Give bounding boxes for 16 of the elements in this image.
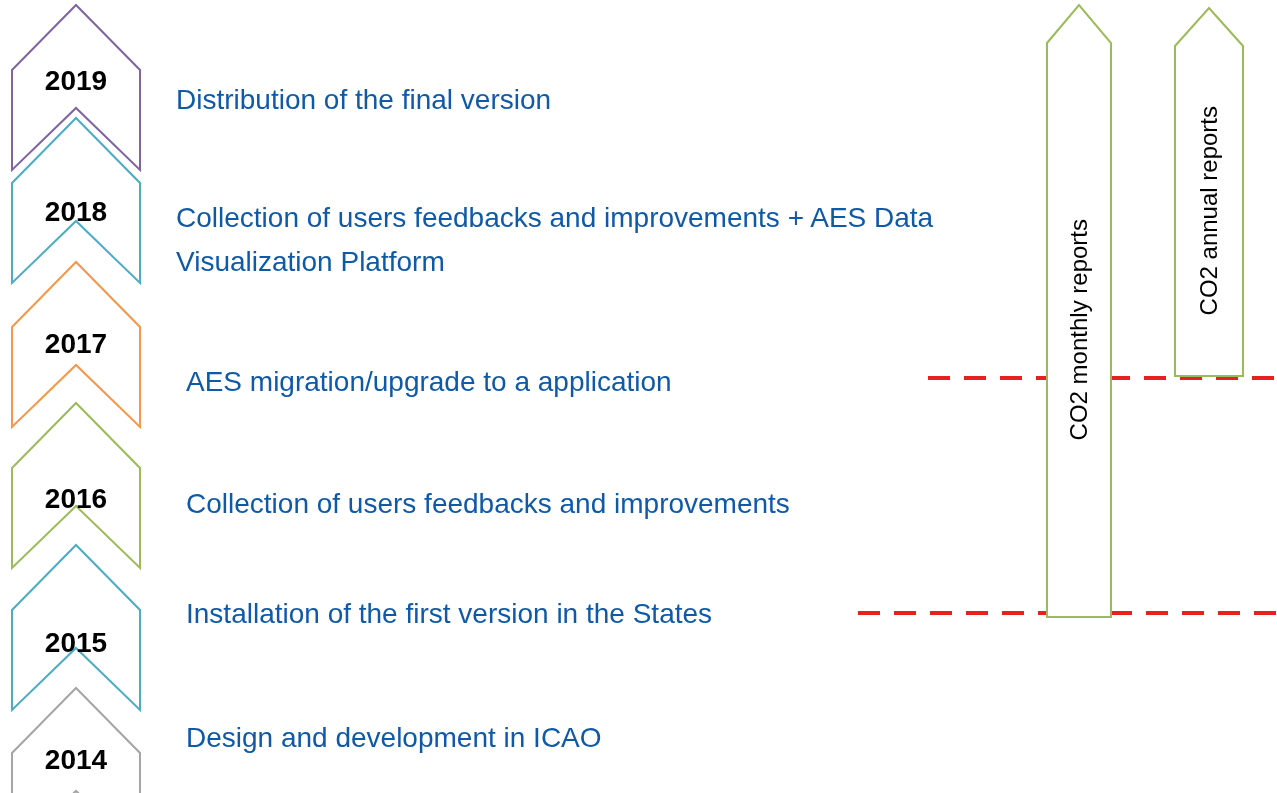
year-label: 2018 (43, 196, 109, 228)
year-label: 2016 (43, 483, 109, 515)
arrow-label: CO2 monthly reports (1065, 219, 1093, 441)
milestone-text: Distribution of the final version (176, 83, 553, 117)
year-label: 2019 (43, 65, 109, 97)
year-label: 2017 (43, 328, 109, 360)
milestone-text: Installation of the first version in the States (186, 597, 714, 631)
milestone-text: Design and development in ICAO (186, 721, 603, 755)
upward-arrow (1175, 8, 1243, 376)
arrow-label: CO2 annual reports (1195, 106, 1223, 316)
upward-arrow (1047, 5, 1111, 617)
milestone-text: Collection of users feedbacks and improvements + AES Data Visualization Platform (176, 201, 935, 279)
milestone-text: Collection of users feedbacks and improvements (186, 487, 791, 521)
year-label: 2015 (43, 627, 109, 659)
milestone-text: AES migration/upgrade to a application (186, 365, 673, 399)
year-label: 2014 (43, 744, 109, 776)
